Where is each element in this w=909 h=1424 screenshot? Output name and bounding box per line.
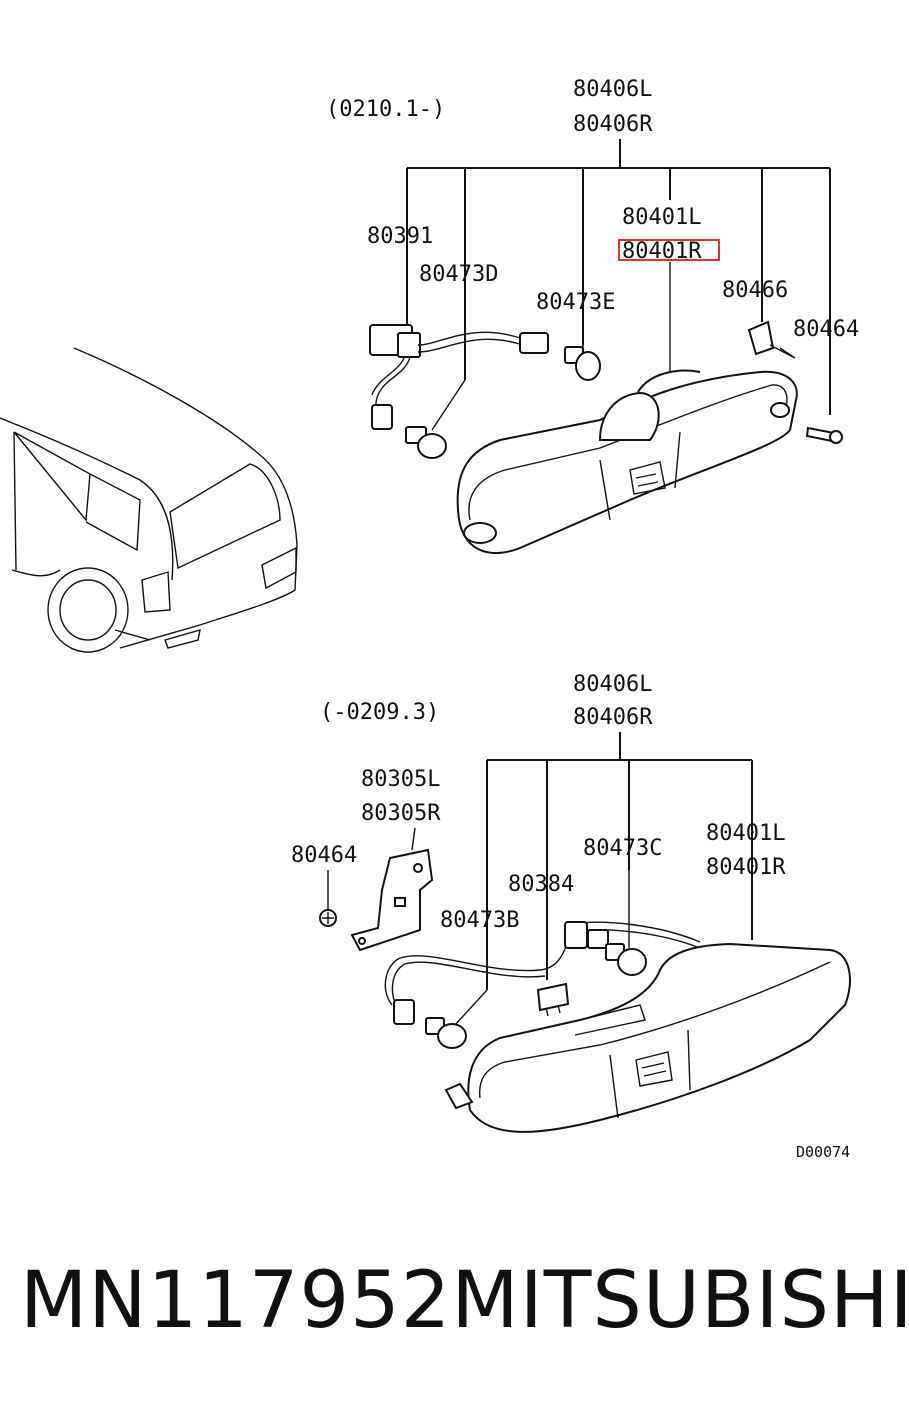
top-connector xyxy=(369,324,549,430)
bottom-bulb-80473B xyxy=(425,1017,467,1049)
bottom-leader-lines xyxy=(327,827,630,1026)
brand-name: MITSUBISHI xyxy=(451,1256,909,1346)
top-date-range: (0210.1-) xyxy=(326,97,445,122)
part-number: MN117952 xyxy=(20,1256,452,1346)
bottom-section: (-0209.3) 80406L 80406R 80305L 80305R 80… xyxy=(291,672,851,1161)
bottom-lamp-body xyxy=(444,942,851,1133)
bottom-bracket-80305 xyxy=(350,848,434,952)
top-part-80391-label: 80391 xyxy=(367,224,433,249)
top-screw-80464 xyxy=(805,426,843,444)
bottom-assembly-right-label: 80406R xyxy=(573,705,653,730)
top-part-80466-label: 80466 xyxy=(722,278,788,303)
bottom-part-80384-label: 80384 xyxy=(508,872,574,897)
top-assembly-left-label: 80406L xyxy=(573,77,652,102)
top-bulb-80473D xyxy=(405,426,447,459)
top-clip-80466 xyxy=(747,320,796,359)
top-part-80473D-label: 80473D xyxy=(419,262,498,287)
bottom-part-80473B-label: 80473B xyxy=(440,908,519,933)
bottom-bracket-right-label: 80305R xyxy=(361,801,441,826)
highlight-box xyxy=(618,239,720,261)
bottom-bulb-80473C xyxy=(605,943,647,976)
bottom-lamp-left-label: 80401L xyxy=(706,821,785,846)
top-part-80464-label: 80464 xyxy=(793,317,859,342)
top-part-80473E-label: 80473E xyxy=(536,290,615,315)
top-callout-lines xyxy=(406,139,831,415)
vehicle-outline xyxy=(0,347,298,653)
top-section: (0210.1-) 80406L 80406R 80391 80473D 804… xyxy=(326,77,859,555)
bottom-part-80473C-label: 80473C xyxy=(583,836,662,861)
bottom-callout-lines xyxy=(486,732,753,990)
top-lamp-right-highlighted-label: 80401R xyxy=(622,239,702,264)
bottom-socket-80384 xyxy=(536,982,570,1017)
top-lamp-left-label: 80401L xyxy=(622,205,701,230)
bottom-bracket-left-label: 80305L xyxy=(361,767,440,792)
caption: MN117952 MITSUBISHI xyxy=(20,1256,909,1346)
bottom-assembly-left-label: 80406L xyxy=(573,672,652,697)
bottom-lamp-right-label: 80401R xyxy=(706,855,786,880)
bottom-part-80464-label: 80464 xyxy=(291,843,357,868)
diagram-code: D00074 xyxy=(796,1143,850,1161)
top-bulb-80473E xyxy=(564,346,601,381)
top-lamp-body xyxy=(456,369,798,555)
bottom-date-range: (-0209.3) xyxy=(320,700,439,725)
top-assembly-right-label: 80406R xyxy=(573,112,653,137)
bottom-harness xyxy=(384,921,701,1025)
bottom-screw-80464 xyxy=(319,909,337,927)
